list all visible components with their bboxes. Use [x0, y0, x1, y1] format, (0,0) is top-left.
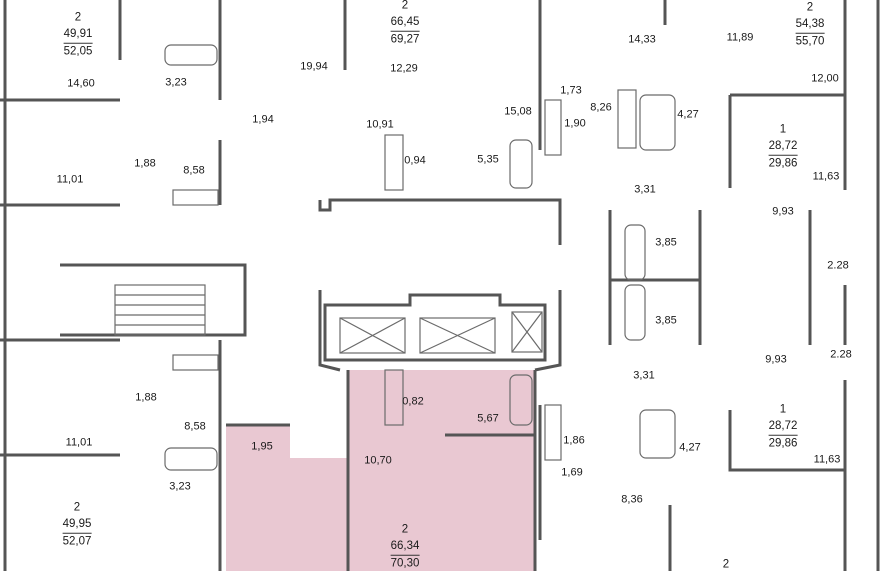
- room-area-label: 8,26: [590, 101, 612, 114]
- room-area-label: 0,82: [402, 395, 424, 408]
- room-area-label: 15,08: [504, 105, 532, 118]
- apt-highlighted-total-area: 70,30: [390, 557, 420, 570]
- room-area-label: 19,94: [300, 60, 328, 73]
- room-area-label: 1,73: [560, 84, 582, 97]
- room-area-label: 3,23: [165, 76, 187, 89]
- apt-top-right-living-area: 54,38: [795, 18, 825, 34]
- room-area-label: 4,27: [679, 441, 701, 454]
- apt-bottom-right-rooms: 2: [722, 558, 730, 571]
- highlighted-apartment[interactable]: [226, 370, 535, 571]
- apt-right-upper-living-area: 28,72: [768, 140, 798, 156]
- room-area-label: 11,01: [65, 436, 93, 449]
- room-area-label: 1,88: [135, 391, 157, 404]
- apt-bottom-left-living-area: 49,95: [62, 518, 92, 534]
- apt-highlighted-rooms: 2: [401, 523, 409, 536]
- apt-right-lower-rooms: 1: [779, 403, 787, 416]
- room-area-label: 1,94: [252, 113, 274, 126]
- room-area-label: 2.28: [827, 259, 849, 272]
- apt-top-center-living-area: 66,45: [390, 16, 420, 32]
- room-area-label: 9,93: [772, 205, 794, 218]
- apt-right-lower-total-area: 29,86: [768, 437, 798, 450]
- room-area-label: 12,00: [811, 72, 839, 85]
- apt-top-left-living-area: 49,91: [63, 28, 93, 44]
- fixtures: [114, 44, 676, 471]
- apt-highlighted-living-area: 66,34: [390, 540, 420, 556]
- apt-right-upper-total-area: 29,86: [768, 157, 798, 170]
- apt-top-center-total-area: 69,27: [390, 33, 420, 46]
- room-area-label: 1,88: [134, 157, 156, 170]
- apt-top-right-rooms: 2: [806, 1, 814, 14]
- apt-right-lower-living-area: 28,72: [768, 420, 798, 436]
- room-area-label: 14,33: [628, 33, 656, 46]
- room-area-label: 1,90: [564, 117, 586, 130]
- room-area-label: 4,27: [677, 108, 699, 121]
- room-area-label: 10,70: [364, 454, 392, 467]
- room-area-label: 0,94: [404, 154, 426, 167]
- room-area-label: 11,89: [726, 31, 754, 44]
- apt-bottom-left-total-area: 52,07: [62, 535, 92, 548]
- room-area-label: 11,63: [813, 453, 841, 466]
- room-area-label: 9,93: [765, 353, 787, 366]
- apt-top-left-total-area: 52,05: [63, 45, 93, 58]
- room-area-label: 1,86: [563, 434, 585, 447]
- room-area-label: 3,85: [655, 236, 677, 249]
- room-area-label: 2.28: [830, 348, 852, 361]
- room-area-label: 11,63: [812, 170, 840, 183]
- room-area-label: 8,58: [183, 164, 205, 177]
- apt-top-right-total-area: 55,70: [795, 35, 825, 48]
- room-area-label: 5,35: [477, 153, 499, 166]
- apt-bottom-left-rooms: 2: [73, 501, 81, 514]
- room-area-label: 3,85: [655, 314, 677, 327]
- apt-top-center-rooms: 2: [401, 0, 409, 12]
- room-area-label: 8,58: [184, 420, 206, 433]
- room-area-label: 10,91: [366, 118, 394, 131]
- room-area-label: 8,36: [621, 493, 643, 506]
- room-area-label: 1,69: [561, 466, 583, 479]
- room-area-label: 14,60: [67, 77, 95, 90]
- room-area-label: 3,31: [634, 183, 656, 196]
- room-area-label: 11,01: [56, 173, 84, 186]
- room-area-label: 1,95: [251, 440, 273, 453]
- room-area-label: 5,67: [477, 412, 499, 425]
- apt-right-upper-rooms: 1: [779, 123, 787, 136]
- room-area-label: 3,23: [169, 480, 191, 493]
- apt-top-left-rooms: 2: [74, 11, 82, 24]
- room-area-label: 3,31: [633, 369, 655, 382]
- room-area-label: 12,29: [390, 62, 418, 75]
